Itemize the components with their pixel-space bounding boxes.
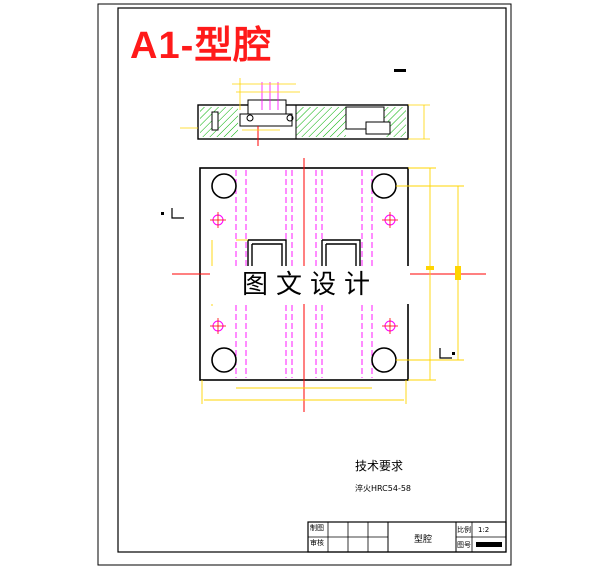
section-view bbox=[180, 69, 430, 146]
drawing-title: A1-型腔 bbox=[130, 25, 273, 67]
technical-requirements-heading: 技术要求 bbox=[355, 459, 404, 473]
technical-requirements-text: 淬火HRC54-58 bbox=[355, 484, 412, 493]
title-block-lines bbox=[307, 521, 507, 553]
outer-border bbox=[97, 3, 512, 566]
watermark: 图文设计 bbox=[210, 266, 410, 304]
title-block-draw-label: 制图 bbox=[310, 524, 324, 532]
title-block-check-label: 审核 bbox=[310, 539, 324, 547]
title-block-scale-value: 1:2 bbox=[478, 526, 490, 534]
title-block-scale-label: 比例 bbox=[457, 526, 471, 534]
title-block-part-name: 型腔 bbox=[414, 535, 433, 545]
title-block-drawing-no-label: 图号 bbox=[457, 541, 471, 549]
